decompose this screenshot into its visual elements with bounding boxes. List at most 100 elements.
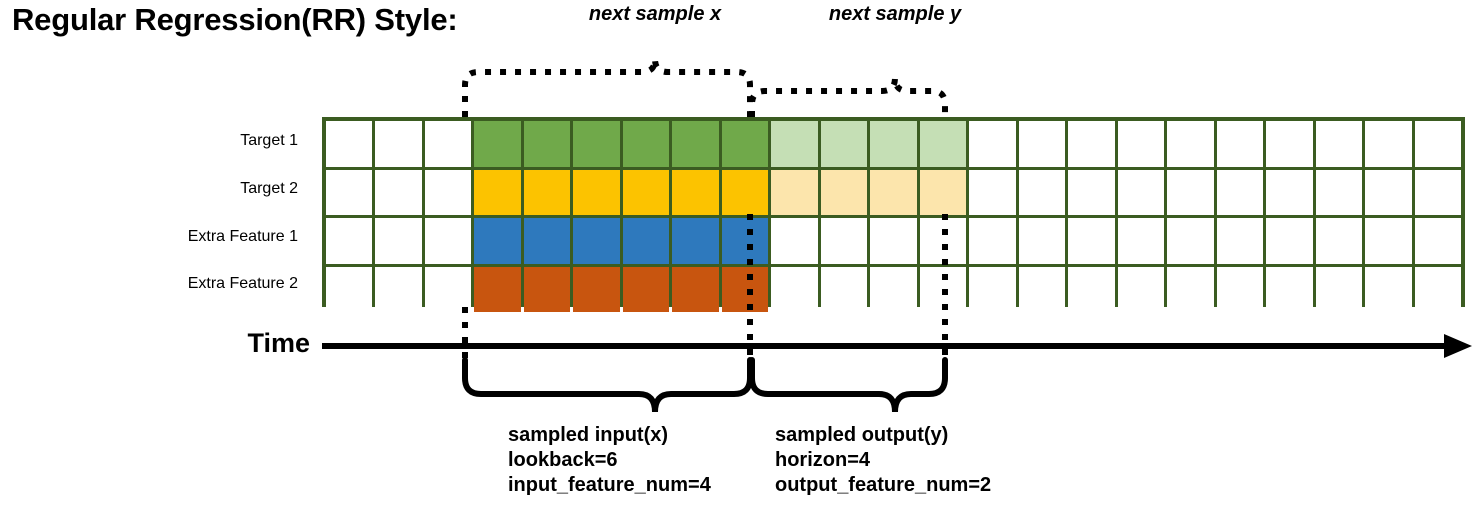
grid-cell-output: [820, 169, 868, 215]
grid-cell-input: [474, 218, 521, 264]
grid-cell-input: [573, 218, 620, 264]
annotation-next-sample-x: next sample x: [588, 3, 722, 25]
row-label-column: Target 1 Target 2 Extra Feature 1 Extra …: [0, 117, 310, 307]
time-axis-label: Time: [247, 328, 310, 358]
grid-cell-blank: [1068, 218, 1115, 264]
grid-cell-blank: [969, 266, 1016, 312]
grid-cell-input: [573, 169, 620, 215]
grid-cell-input: [672, 169, 719, 215]
grid-cell-blank: [969, 121, 1016, 167]
grid-cell-blank: [1365, 121, 1412, 167]
grid-cell-output: [771, 218, 818, 264]
grid-row: [326, 169, 1462, 215]
grid-cell-blank: [326, 169, 373, 215]
grid-cell-input: [523, 266, 571, 312]
grid-cell-blank: [1414, 121, 1462, 167]
grid-cell-input: [672, 266, 719, 312]
annotation-next-sample-y: next sample y: [828, 3, 962, 25]
timeseries-grid: [322, 117, 1465, 312]
grid-cell-input: [573, 121, 620, 167]
caption-line: sampled input(x): [508, 424, 669, 446]
row-label-text: Target 1: [240, 131, 298, 149]
row-label-text: Target 2: [240, 179, 298, 197]
grid-cell-blank: [1414, 169, 1462, 215]
grid-cell-blank: [375, 266, 422, 312]
grid-cell-input: [672, 218, 719, 264]
grid-cell-blank: [1315, 218, 1363, 264]
row-label-target-2: Target 2: [0, 165, 310, 213]
grid-cell-blank: [1414, 266, 1462, 312]
grid-cell-blank: [1018, 218, 1066, 264]
grid-cell-input: [721, 266, 769, 312]
grid-cell-blank: [375, 121, 422, 167]
caption-line: input_feature_num=4: [508, 474, 711, 496]
grid-cell-blank: [969, 218, 1016, 264]
grid-cell-blank: [1018, 169, 1066, 215]
grid-cell-input: [523, 121, 571, 167]
grid-cell-blank: [1068, 121, 1115, 167]
grid-cell-blank: [424, 121, 472, 167]
grid-row: [326, 121, 1462, 167]
grid-cell-output: [919, 266, 967, 312]
grid-cell-blank: [1266, 218, 1313, 264]
grid-cell-input: [474, 169, 521, 215]
row-label-extra-feature-1: Extra Feature 1: [0, 213, 310, 261]
caption-line: horizon=4: [775, 449, 871, 471]
grid-cell-input: [622, 121, 670, 167]
grid-cell-input: [622, 266, 670, 312]
caption-line: sampled output(y): [775, 424, 949, 446]
grid-cell-blank: [1365, 266, 1412, 312]
grid-cell-blank: [1068, 169, 1115, 215]
grid-cell-input: [721, 218, 769, 264]
grid-cell-blank: [1266, 169, 1313, 215]
page-title: Regular Regression(RR) Style:: [12, 2, 458, 37]
row-label-text: Extra Feature 2: [187, 274, 298, 292]
grid-cell-output: [870, 266, 917, 312]
row-label-extra-feature-2: Extra Feature 2: [0, 260, 310, 308]
grid-cell-blank: [1117, 218, 1165, 264]
grid-cell-blank: [1365, 218, 1412, 264]
grid-cell-output: [919, 121, 967, 167]
grid-cell-output: [771, 169, 818, 215]
grid-cell-output: [919, 218, 967, 264]
caption-line: output_feature_num=2: [775, 474, 992, 496]
grid-cell-blank: [1266, 266, 1313, 312]
grid-cell-output: [771, 266, 818, 312]
grid-cell-blank: [1117, 266, 1165, 312]
grid-cell-input: [721, 169, 769, 215]
grid-cell-blank: [1018, 121, 1066, 167]
grid-cell-blank: [375, 169, 422, 215]
grid-cell-input: [573, 266, 620, 312]
grid-cell-blank: [1414, 218, 1462, 264]
time-axis-arrow: [322, 334, 1472, 358]
grid-cell-output: [870, 218, 917, 264]
grid-cell-blank: [1266, 121, 1313, 167]
grid-cell-input: [622, 218, 670, 264]
grid-cell-blank: [424, 218, 472, 264]
grid-cell-blank: [969, 169, 1016, 215]
grid-cell-blank: [1365, 169, 1412, 215]
grid-cell-output: [870, 121, 917, 167]
grid-cell-blank: [1018, 266, 1066, 312]
grid-cell-blank: [1315, 169, 1363, 215]
grid-cell-blank: [1167, 266, 1214, 312]
grid-cell-output: [771, 121, 818, 167]
grid-cell-blank: [326, 266, 373, 312]
grid-cell-blank: [1167, 121, 1214, 167]
grid-cell-blank: [1216, 121, 1264, 167]
grid-cell-input: [523, 169, 571, 215]
grid-cell-input: [622, 169, 670, 215]
grid-cell-blank: [1315, 121, 1363, 167]
row-label-text: Extra Feature 1: [187, 227, 298, 245]
grid-cell-output: [820, 266, 868, 312]
grid-row: [326, 218, 1462, 264]
grid-cell-blank: [1216, 266, 1264, 312]
grid-cell-blank: [424, 266, 472, 312]
grid-cell-blank: [1068, 266, 1115, 312]
grid-cell-output: [919, 169, 967, 215]
grid-cell-blank: [375, 218, 422, 264]
grid-cell-output: [820, 218, 868, 264]
caption-line: lookback=6: [508, 449, 618, 471]
grid-cell-blank: [1117, 169, 1165, 215]
